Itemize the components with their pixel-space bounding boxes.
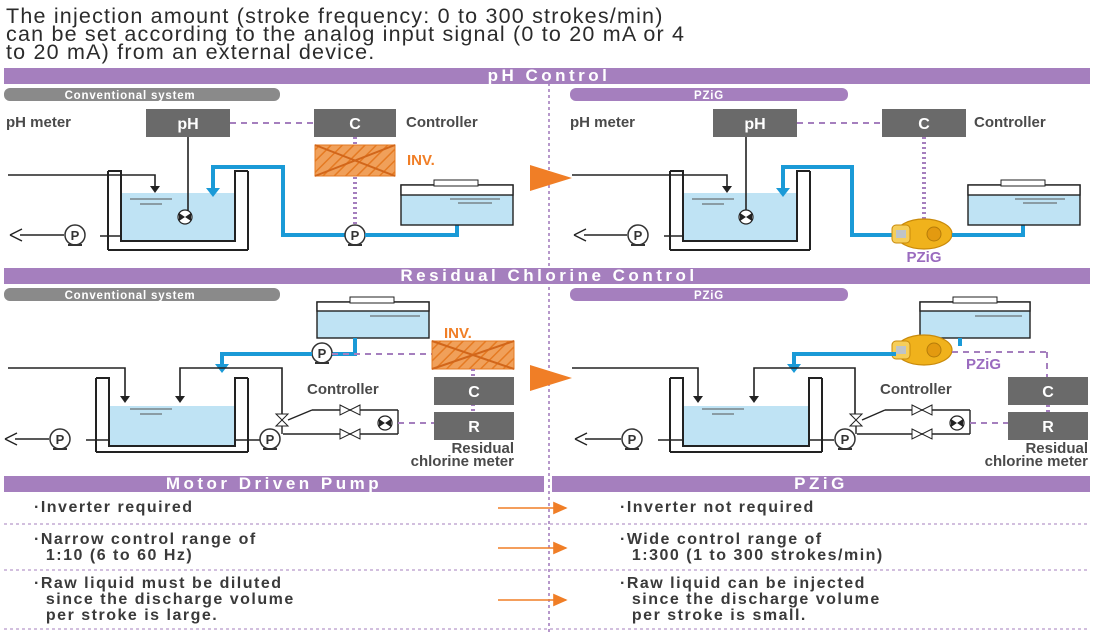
compare-left-3-3: per stroke is large. bbox=[34, 607, 218, 624]
compare-right-3-3: per stroke is small. bbox=[620, 607, 807, 624]
compare-header-left bbox=[4, 476, 544, 492]
controller-label: Controller bbox=[406, 114, 478, 131]
ph-box-label: pH bbox=[177, 116, 198, 133]
intro-line-2: can be set according to the analog input… bbox=[6, 22, 685, 46]
section-band-ph bbox=[4, 68, 1090, 84]
residual-box-label: R bbox=[468, 419, 480, 436]
ph-box-label-pzig: pH bbox=[744, 116, 765, 133]
residual-box-label-pzig: R bbox=[1042, 419, 1054, 436]
pzig-label-cl: PZiG bbox=[966, 356, 1001, 373]
tag-pzig-cl-label: PZiG bbox=[694, 290, 724, 302]
tag-pzig-ph bbox=[570, 88, 848, 101]
ph-meter-label-pzig: pH meter bbox=[570, 114, 635, 131]
compare-header-left-label: Motor Driven Pump bbox=[166, 474, 382, 493]
compare-right-1-1: ·Inverter not required bbox=[620, 499, 815, 516]
residual-label-2-pzig: chlorine meter bbox=[985, 453, 1089, 470]
inverter-label: INV. bbox=[407, 152, 435, 169]
compare-right-2-1: ·Wide control range of bbox=[620, 531, 823, 548]
pzig-pump-icon bbox=[891, 218, 953, 250]
section-band-chlorine bbox=[4, 268, 1090, 284]
compare-header-right bbox=[552, 476, 1090, 492]
residual-label-1: Residual bbox=[451, 440, 514, 457]
compare-left-3-2: since the discharge volume bbox=[34, 591, 295, 608]
compare-left-1-1: ·Inverter required bbox=[34, 499, 193, 516]
tag-conventional-ph bbox=[4, 88, 280, 101]
tag-conventional-cl-label: Conventional system bbox=[65, 290, 196, 302]
pzig-label-ph: PZiG bbox=[906, 249, 941, 266]
compare-left-2-1: ·Narrow control range of bbox=[34, 531, 257, 548]
improvement-arrow-cl bbox=[530, 365, 572, 391]
improvement-arrow-ph bbox=[530, 165, 572, 191]
controller-box-label-cl-pzig: C bbox=[1042, 384, 1054, 401]
ph-pzig-diagram: pH meter pH C Controller PZiG bbox=[570, 109, 1081, 266]
tag-conventional-cl bbox=[4, 288, 280, 301]
compare-left-2-2: 1:10 (6 to 60 Hz) bbox=[34, 547, 193, 564]
residual-label-1-pzig: Residual bbox=[1025, 440, 1088, 457]
compare-row: ·Inverter required ·Inverter not require… bbox=[34, 499, 815, 516]
inverter-label-cl: INV. bbox=[444, 325, 472, 342]
compare-row: ·Narrow control range of 1:10 (6 to 60 H… bbox=[34, 531, 884, 564]
chlorine-pzig-diagram: PZiG Controller C R Residual bbox=[572, 296, 1089, 470]
tag-pzig-ph-label: PZiG bbox=[694, 90, 724, 102]
intro-line-1: The injection amount (stroke frequency: … bbox=[6, 4, 664, 28]
controller-label-cl: Controller bbox=[307, 381, 379, 398]
controller-label-pzig: Controller bbox=[974, 114, 1046, 131]
section-title-chlorine: Residual Chlorine Control bbox=[400, 266, 697, 285]
compare-header-right-label: PZiG bbox=[794, 474, 848, 493]
compare-right-3-2: since the discharge volume bbox=[620, 591, 881, 608]
compare-right-2-2: 1:300 (1 to 300 strokes/min) bbox=[620, 547, 884, 564]
controller-box-label: C bbox=[349, 116, 361, 133]
ph-conventional-diagram: pH meter pH C Controller INV. bbox=[6, 109, 514, 251]
intro-line-3: to 20 mA) from an external device. bbox=[6, 40, 375, 64]
controller-box-label-pzig: C bbox=[918, 116, 930, 133]
ph-box bbox=[146, 109, 230, 137]
tag-conventional-ph-label: Conventional system bbox=[65, 90, 196, 102]
ph-meter-label: pH meter bbox=[6, 114, 71, 131]
chlorine-conventional-diagram: INV. Controller C R bbox=[4, 296, 515, 470]
compare-row: ·Raw liquid must be diluted since the di… bbox=[34, 575, 881, 624]
section-title-ph: pH Control bbox=[488, 66, 611, 85]
compare-right-3-1: ·Raw liquid can be injected bbox=[620, 575, 866, 592]
compare-left-3-1: ·Raw liquid must be diluted bbox=[34, 575, 283, 592]
tag-pzig-cl bbox=[570, 288, 848, 301]
controller-box-label-cl: C bbox=[468, 384, 480, 401]
controller-box bbox=[314, 109, 396, 137]
residual-label-2: chlorine meter bbox=[411, 453, 515, 470]
controller-label-cl-pzig: Controller bbox=[880, 381, 952, 398]
